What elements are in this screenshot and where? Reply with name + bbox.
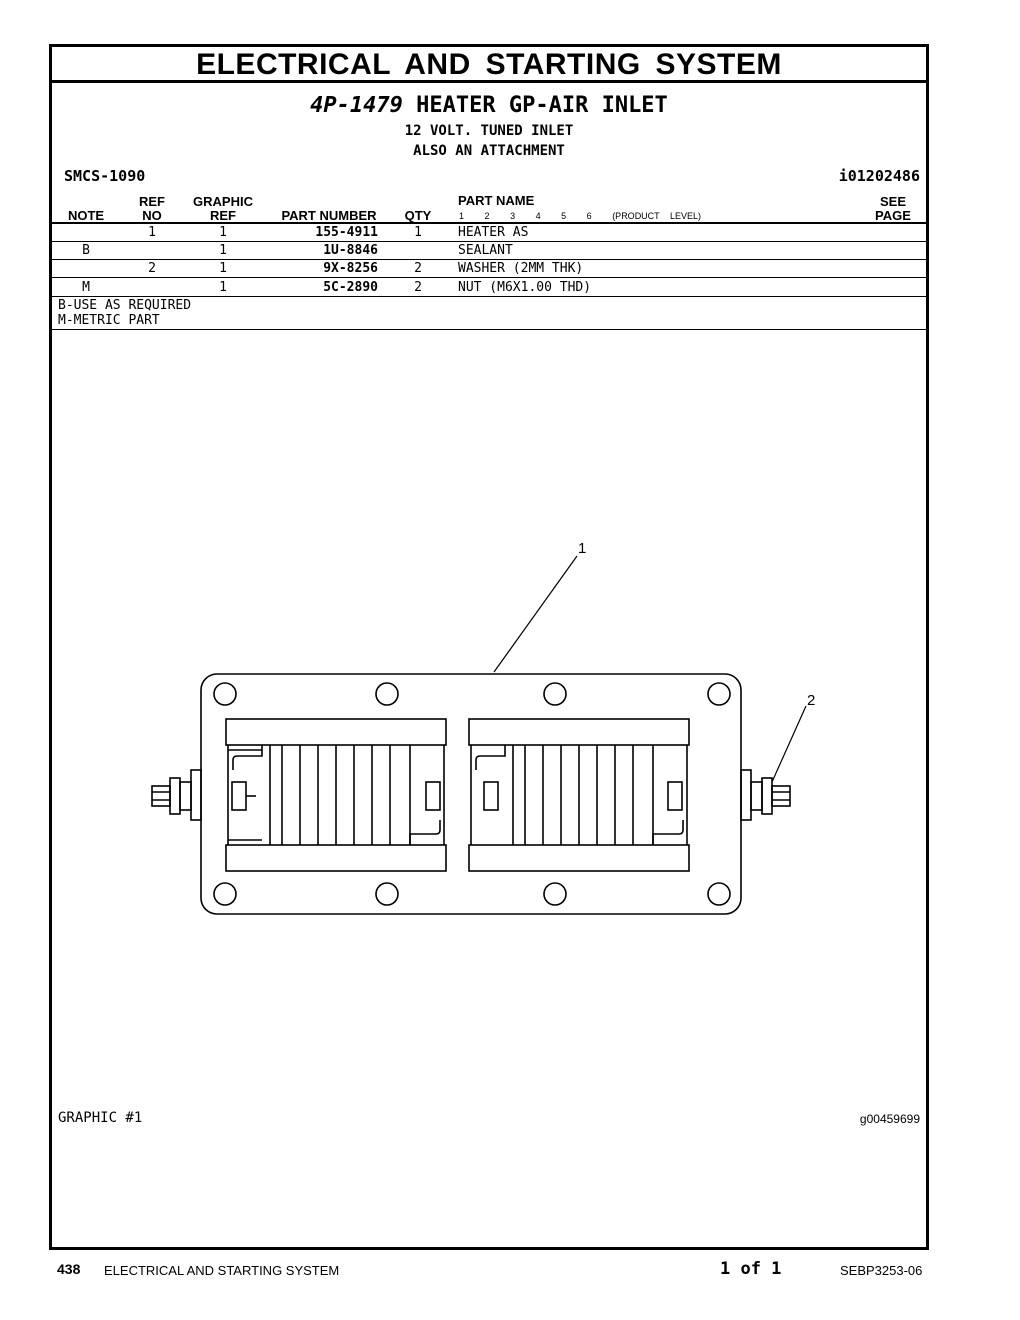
terminal-left (151, 769, 202, 821)
footer-system: ELECTRICAL AND STARTING SYSTEM (104, 1263, 340, 1278)
level-1: 1 (459, 211, 465, 221)
group-name: HEATER GP-AIR INLET (416, 93, 668, 118)
page-frame: ELECTRICAL AND STARTING SYSTEM 4P-1479 H… (49, 44, 929, 1250)
level-6: 6 (586, 211, 592, 221)
row-divider (52, 296, 926, 297)
heater-element-right (468, 718, 690, 872)
col-qty: QTY (404, 208, 432, 223)
terminal-right (740, 769, 791, 821)
row-ref: 1 (148, 225, 156, 240)
row-graphic: 1 (219, 243, 227, 258)
illustration-id: i01202486 (838, 167, 920, 185)
row-part-number: 1U-8846 (323, 243, 378, 258)
smcs-code: SMCS-1090 (64, 167, 146, 185)
product-levels: 1 2 3 4 5 6 (PRODUCT LEVEL) (459, 211, 711, 221)
row-part-name: HEATER AS (458, 225, 529, 240)
row-part-name: NUT (M6X1.00 THD) (458, 280, 592, 295)
callout-1: 1 (578, 540, 586, 557)
col-note: NOTE (67, 208, 105, 223)
group-number: 4P-1479 (310, 93, 403, 118)
row-divider (52, 241, 926, 242)
col-graphic-bottom: REF (210, 208, 236, 223)
row-note: M (82, 280, 90, 295)
heater-element-left (225, 718, 447, 872)
graphic-id: g00459699 (859, 1112, 920, 1126)
level-4: 4 (535, 211, 541, 221)
page-of: 1 of 1 (720, 1259, 782, 1279)
level-3: 3 (510, 211, 516, 221)
group-title: 4P-1479 HEATER GP-AIR INLET (52, 93, 926, 118)
col-see-top: SEE (879, 194, 906, 209)
document-number: SEBP3253-06 (840, 1263, 923, 1278)
col-part-number: PART NUMBER (281, 208, 377, 223)
bolt-holes (213, 682, 731, 906)
callout-leader-2 (771, 705, 807, 783)
subtitle-2: ALSO AN ATTACHMENT (413, 143, 565, 159)
col-graphic-top: GRAPHIC (193, 194, 253, 209)
row-graphic: 1 (219, 280, 227, 295)
row-qty: 1 (414, 225, 422, 240)
row-divider (52, 259, 926, 260)
row-part-number: 155-4911 (315, 225, 378, 240)
row-part-number: 5C-2890 (323, 280, 378, 295)
graphic-label: GRAPHIC #1 (58, 1110, 143, 1126)
section-title: ELECTRICAL AND STARTING SYSTEM (52, 47, 926, 83)
levels-label: (PRODUCT LEVEL) (612, 211, 702, 221)
subtitle-1: 12 VOLT. TUNED INLET (404, 123, 574, 139)
row-qty: 2 (414, 280, 422, 295)
header-rule (52, 222, 926, 224)
row-graphic: 1 (219, 225, 227, 240)
note-b: B-USE AS REQUIRED (58, 298, 192, 313)
note-m: M-METRIC PART (58, 313, 160, 328)
col-part-name: PART NAME (458, 193, 535, 208)
row-ref: 2 (148, 261, 156, 276)
level-2: 2 (484, 211, 490, 221)
row-part-name: WASHER (2MM THK) (458, 261, 584, 276)
level-5: 5 (561, 211, 567, 221)
page-number: 438 (57, 1261, 81, 1277)
row-note: B (82, 243, 90, 258)
row-graphic: 1 (219, 261, 227, 276)
row-part-number: 9X-8256 (323, 261, 378, 276)
col-see-bottom: PAGE (875, 208, 911, 223)
callout-2: 2 (807, 692, 815, 709)
row-qty: 2 (414, 261, 422, 276)
notes-divider (52, 329, 926, 330)
row-part-name: SEALANT (458, 243, 513, 258)
col-ref-no-top: REF (139, 194, 165, 209)
row-divider (52, 277, 926, 278)
callout-leader-1 (493, 555, 578, 673)
col-ref-no-bottom: NO (142, 208, 162, 223)
